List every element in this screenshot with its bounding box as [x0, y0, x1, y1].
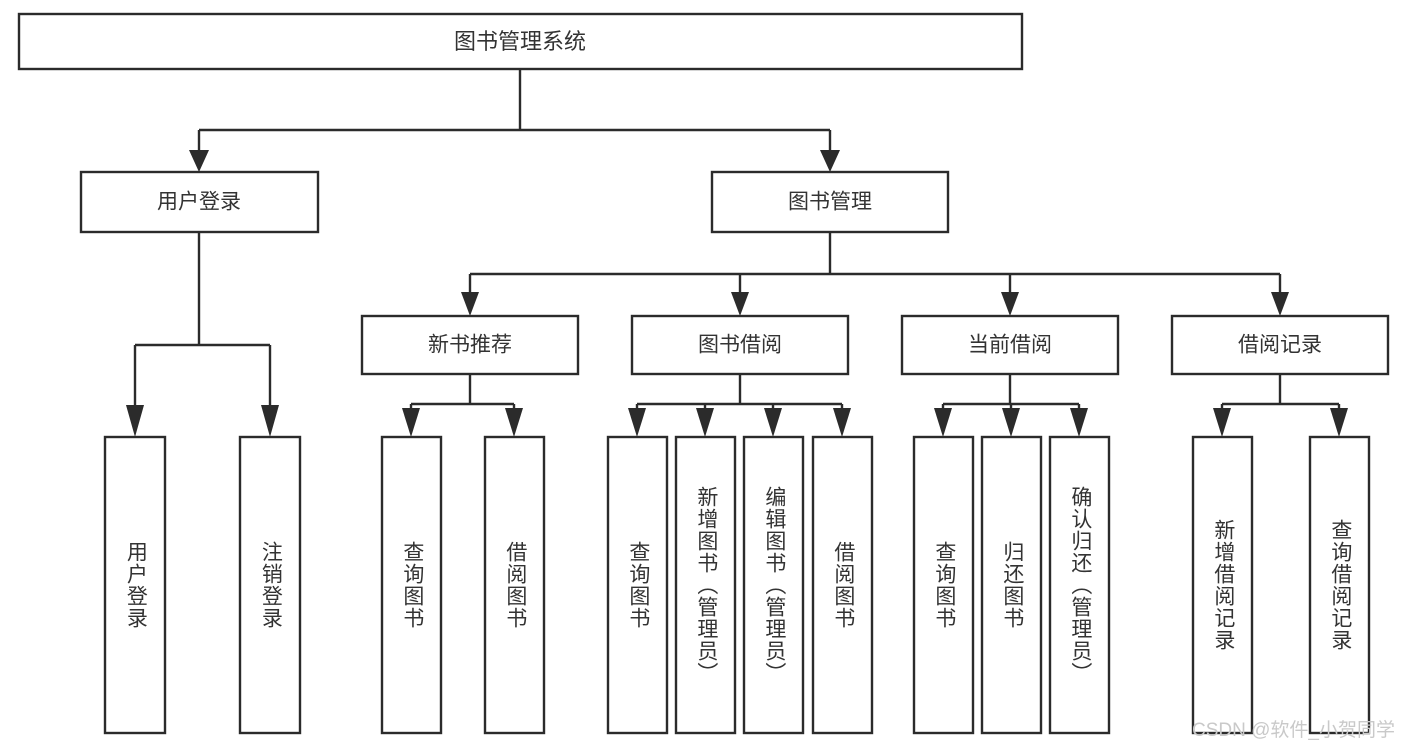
- node-borrow-record-label: 借阅记录: [1238, 334, 1322, 357]
- arrowhead-leaf-confirm-return: [1070, 408, 1088, 437]
- node-borrow-record[interactable]: 借阅记录: [1170, 314, 1390, 376]
- node-new-book-recommend-label: 新书推荐: [428, 334, 512, 357]
- arrowhead-leaf-user-login: [126, 405, 144, 437]
- node-root-box[interactable]: [17, 12, 1024, 71]
- node-root[interactable]: 图书管理系统: [17, 12, 1024, 71]
- node-user-login[interactable]: 用户登录: [79, 170, 320, 234]
- leaf-boxes-layer: [103, 435, 1371, 735]
- node-book-borrow-label: 图书借阅: [698, 334, 782, 357]
- node-leaf-query-book-2-box[interactable]: [606, 435, 669, 735]
- arrowhead-book-manage: [820, 150, 840, 172]
- node-user-login-label: 用户登录: [157, 191, 241, 214]
- arrowhead-leaf-query-record: [1330, 408, 1348, 437]
- node-borrow-record-box[interactable]: [1170, 314, 1390, 376]
- node-leaf-add-record-box[interactable]: [1191, 435, 1254, 735]
- node-leaf-add-book-box[interactable]: [674, 435, 737, 735]
- arrowhead-user-login: [189, 150, 209, 172]
- node-leaf-query-book-1-box[interactable]: [380, 435, 443, 735]
- node-leaf-edit-book-box[interactable]: [742, 435, 805, 735]
- arrowhead-leaf-query-book-1: [402, 408, 420, 437]
- nodes-layer: 图书管理系统 用户登录 图书管理 新书推荐 图书借阅 当前: [17, 12, 1390, 735]
- arrowhead-leaf-add-book: [696, 408, 714, 437]
- connectors-layer: [126, 69, 1348, 437]
- arrowhead-leaf-add-record: [1213, 408, 1231, 437]
- arrowhead-new-book-recommend: [461, 292, 479, 316]
- node-book-manage-box[interactable]: [710, 170, 950, 234]
- node-new-book-recommend[interactable]: 新书推荐: [360, 314, 580, 376]
- arrowhead-leaf-borrow-book-1: [505, 408, 523, 437]
- arrowhead-leaf-user-logout: [261, 405, 279, 437]
- node-current-borrow-label: 当前借阅: [968, 334, 1052, 357]
- csdn-watermark: CSDN @软件_小贺同学: [1192, 720, 1395, 741]
- node-book-manage[interactable]: 图书管理: [710, 170, 950, 234]
- node-leaf-borrow-book-2-box[interactable]: [811, 435, 874, 735]
- node-leaf-borrow-book-1-box[interactable]: [483, 435, 546, 735]
- node-current-borrow-box[interactable]: [900, 314, 1120, 376]
- arrowhead-borrow-record: [1271, 292, 1289, 316]
- node-user-login-box[interactable]: [79, 170, 320, 234]
- arrowhead-leaf-query-book-3: [934, 408, 952, 437]
- node-leaf-return-book-box[interactable]: [980, 435, 1043, 735]
- node-new-book-recommend-box[interactable]: [360, 314, 580, 376]
- arrowhead-leaf-query-book-2: [628, 408, 646, 437]
- arrowhead-book-borrow: [731, 292, 749, 316]
- arrowhead-leaf-edit-book: [764, 408, 782, 437]
- arrowhead-leaf-borrow-book-2: [833, 408, 851, 437]
- arrowhead-leaf-return-book: [1002, 408, 1020, 437]
- node-leaf-user-login-box[interactable]: [103, 435, 167, 735]
- arrowhead-current-borrow: [1001, 292, 1019, 316]
- node-root-label: 图书管理系统: [454, 29, 586, 54]
- node-book-borrow-box[interactable]: [630, 314, 850, 376]
- node-leaf-query-record-box[interactable]: [1308, 435, 1371, 735]
- node-leaf-confirm-return-box[interactable]: [1048, 435, 1111, 735]
- node-current-borrow[interactable]: 当前借阅: [900, 314, 1120, 376]
- node-book-manage-label: 图书管理: [788, 191, 872, 214]
- node-book-borrow[interactable]: 图书借阅: [630, 314, 850, 376]
- node-leaf-query-book-3-box[interactable]: [912, 435, 975, 735]
- node-leaf-user-logout-box[interactable]: [238, 435, 302, 735]
